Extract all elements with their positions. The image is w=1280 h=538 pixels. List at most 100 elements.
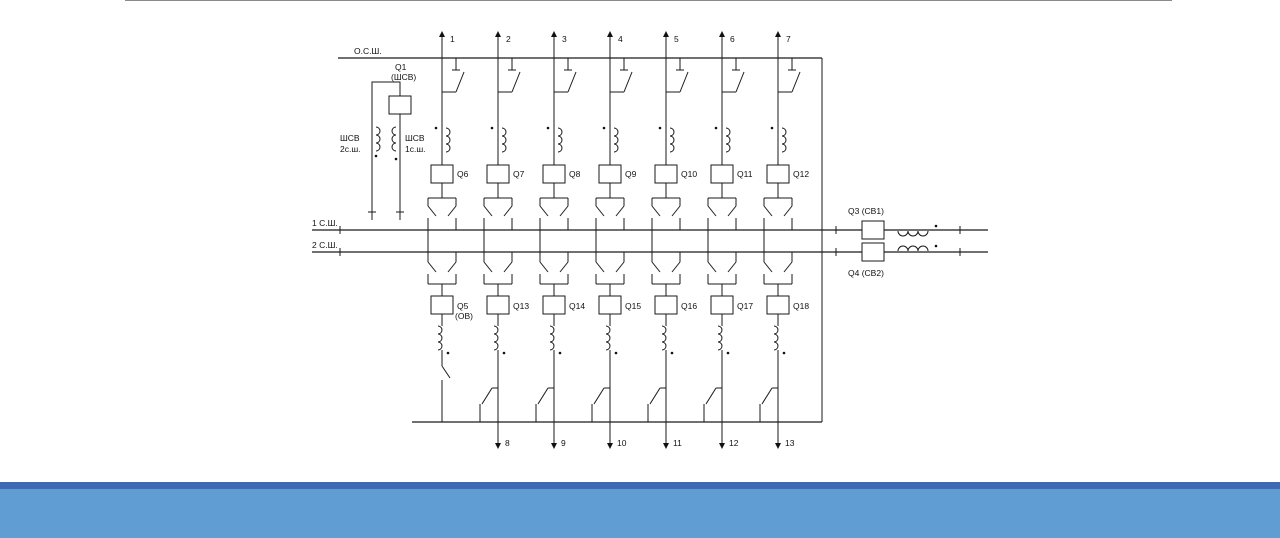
feeder-bottom-breaker-label: Q5 xyxy=(457,301,469,311)
feeder-top-breaker-label: Q10 xyxy=(681,169,697,179)
feeder-bottom-number: 10 xyxy=(617,438,627,448)
ct-polarity-dot xyxy=(490,126,494,130)
disconnector-left-blade xyxy=(539,261,549,273)
transfer-bus-label: О.С.Ш. xyxy=(354,46,382,56)
feeder-bottom-ct xyxy=(661,325,667,351)
feeder-bottom-breaker-label: Q16 xyxy=(681,301,697,311)
sectional-group: Q3 (СВ1) Q4 (СВ2) xyxy=(835,206,961,278)
disconnector-right-blade xyxy=(447,205,457,217)
feeder-bottom-number: 11 xyxy=(673,438,682,448)
feeder-bottom-breaker xyxy=(654,295,678,315)
feeder-bottom-breaker xyxy=(430,295,454,315)
feeder-columns: 1Q62Q73Q84Q95Q106Q117Q12Q5(ОВ)Q138Q149Q1… xyxy=(427,31,809,449)
bypass-disconnector xyxy=(481,387,493,405)
disconnector-right-blade xyxy=(447,261,457,273)
ct-polarity-dot xyxy=(558,351,562,355)
feeder-bottom-breaker xyxy=(598,295,622,315)
bypass-disconnector xyxy=(791,71,801,93)
feeder-top-ct xyxy=(669,127,675,153)
disconnector-right-blade xyxy=(615,261,625,273)
bypass-disconnector xyxy=(623,71,633,93)
feeder-bottom-breaker-note: (ОВ) xyxy=(455,311,473,321)
q3-breaker xyxy=(861,220,885,240)
q4-breaker xyxy=(861,242,885,262)
disconnector-right-blade xyxy=(727,205,737,217)
ct-polarity-dot xyxy=(782,351,786,355)
feeder-bottom-number: 12 xyxy=(729,438,739,448)
feeder-top-breaker-label: Q9 xyxy=(625,169,637,179)
feeder-bottom-breaker-label: Q13 xyxy=(513,301,529,311)
ct-polarity-dot xyxy=(434,126,438,130)
ct-polarity-dot xyxy=(446,351,450,355)
disconnector-right-blade xyxy=(783,205,793,217)
feeder-top-ct xyxy=(557,127,563,153)
footer-bar xyxy=(0,482,1280,538)
ct-polarity-dot xyxy=(726,351,730,355)
disconnector-right-blade xyxy=(559,205,569,217)
disconnector-left-blade xyxy=(763,205,773,217)
disconnector-left-blade xyxy=(763,261,773,273)
feeder-top-breaker xyxy=(486,164,510,184)
feeder-top-breaker-label: Q12 xyxy=(793,169,809,179)
disconnector-left-blade xyxy=(595,205,605,217)
q3-label: Q3 (СВ1) xyxy=(848,206,884,216)
ct-right-label-1: ШСВ xyxy=(405,133,425,143)
feeder-top-ct xyxy=(725,127,731,153)
feeder-top-breaker-label: Q8 xyxy=(569,169,581,179)
feeder-top-breaker xyxy=(654,164,678,184)
feeder-bottom-breaker xyxy=(486,295,510,315)
ct-left-label-2: 2с.ш. xyxy=(340,144,361,154)
ct-polarity-dot xyxy=(770,126,774,130)
disconnector-right-blade xyxy=(503,205,513,217)
q1-note: (ШСВ) xyxy=(391,72,416,82)
disconnector-right-blade xyxy=(727,261,737,273)
feeder-bottom-breaker-label: Q17 xyxy=(737,301,753,311)
q1-breaker xyxy=(388,95,412,115)
feeder-bottom-breaker xyxy=(542,295,566,315)
feeder-top-breaker xyxy=(598,164,622,184)
ct-polarity-dot xyxy=(602,126,606,130)
bypass-disconnector xyxy=(455,71,465,93)
feeder-top-breaker xyxy=(710,164,734,184)
feeder-bottom-breaker-label: Q14 xyxy=(569,301,585,311)
disconnector-left-blade xyxy=(427,205,437,217)
bypass-disconnector xyxy=(537,387,549,405)
disconnector-left-blade xyxy=(427,261,437,273)
feeder-top-ct xyxy=(501,127,507,153)
feeder-top-ct xyxy=(445,127,451,153)
feeder-bottom-breaker xyxy=(710,295,734,315)
ct-polarity-dot xyxy=(658,126,662,130)
feeder-top-breaker-label: Q6 xyxy=(457,169,469,179)
bus-2-label: 2 С.Ш. xyxy=(312,240,338,250)
feeder-bottom-breaker-label: Q15 xyxy=(625,301,641,311)
feeder-bottom-ct xyxy=(437,325,443,351)
feeder-top-ct xyxy=(613,127,619,153)
feeder-bottom-number: 9 xyxy=(561,438,566,448)
feeder-top-breaker-label: Q11 xyxy=(737,169,753,179)
disconnector-left-blade xyxy=(483,205,493,217)
feeder-bottom-number: 8 xyxy=(505,438,510,448)
disconnector-left-blade xyxy=(539,205,549,217)
ct-polarity-dot xyxy=(546,126,550,130)
ct-right-label-2: 1с.ш. xyxy=(405,144,426,154)
bypass-disconnector xyxy=(735,71,745,93)
disconnector-right-blade xyxy=(783,261,793,273)
footer-stripe xyxy=(0,482,1280,489)
bypass-disconnector xyxy=(705,387,717,405)
feeder-top-breaker-label: Q7 xyxy=(513,169,525,179)
feeder-top-breaker xyxy=(766,164,790,184)
disconnector-right-blade xyxy=(615,205,625,217)
bus-1-label: 1 С.Ш. xyxy=(312,218,338,228)
disconnector-left-blade xyxy=(651,205,661,217)
disconnector-left-blade xyxy=(483,261,493,273)
q4-label: Q4 (СВ2) xyxy=(848,268,884,278)
feeder-top-number: 5 xyxy=(674,34,679,44)
disconnector-left-blade xyxy=(651,261,661,273)
bypass-disconnector xyxy=(567,71,577,93)
disconnector-right-blade xyxy=(671,205,681,217)
ct-left-label-1: ШСВ xyxy=(340,133,360,143)
bypass-disconnector xyxy=(679,71,689,93)
feeder-bottom-ct xyxy=(549,325,555,351)
feeder-bottom-ct xyxy=(605,325,611,351)
disconnector-right-blade xyxy=(559,261,569,273)
